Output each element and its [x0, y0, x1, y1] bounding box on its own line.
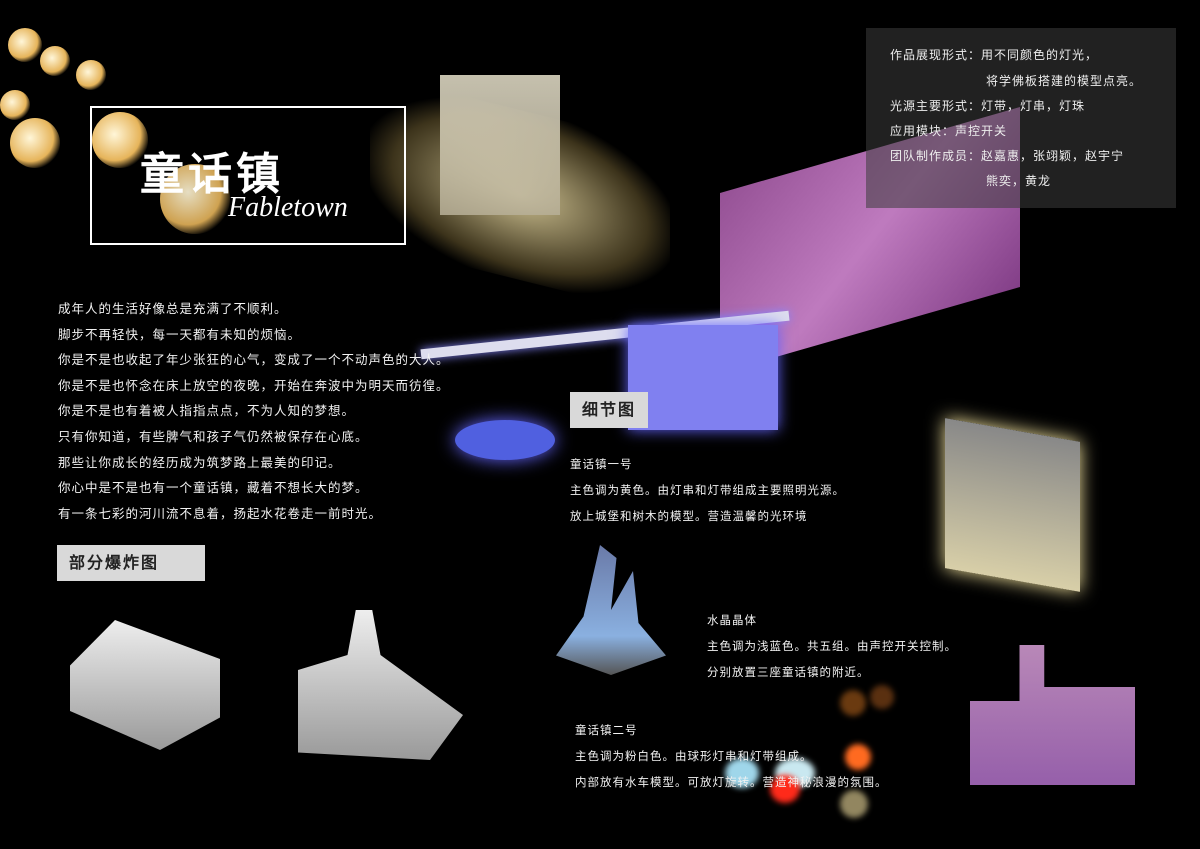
explode-model-1 [70, 620, 220, 750]
poem-line: 你是不是也怀念在床上放空的夜晚，开始在奔波中为明天而彷徨。 [58, 377, 450, 393]
info-line: 熊奕，黄龙 [986, 174, 1052, 188]
town1-description: 童话镇一号 主色调为黄色。由灯串和灯带组成主要照明光源。 放上城堡和树木的模型。… [570, 451, 845, 529]
info-panel: 作品展现形式：用不同颜色的灯光， 将学佛板搭建的模型点亮。 光源主要形式：灯带，… [866, 28, 1176, 208]
poem-line: 成年人的生活好像总是充满了不顺利。 [58, 301, 288, 316]
town2-title: 童话镇二号 [575, 723, 638, 737]
title-english: Fabletown [228, 192, 348, 223]
crystal-model [556, 545, 666, 675]
town2-line: 内部放有水车模型。可放灯旋转。营造神秘浪漫的氛围。 [575, 775, 888, 789]
title-chinese: 童话镇 [140, 149, 284, 200]
town2-detail [970, 645, 1135, 785]
info-line: 作品展现形式：用不同颜色的灯光， [890, 48, 1099, 62]
town1-line: 放上城堡和树木的模型。营造温馨的光环境 [570, 509, 808, 523]
town1-title: 童话镇一号 [570, 457, 633, 471]
info-line: 将学佛板搭建的模型点亮。 [986, 74, 1143, 88]
blue-base [455, 420, 555, 460]
town2-description: 童话镇二号 主色调为粉白色。由球形灯串和灯带组成。 内部放有水车模型。可放灯旋转… [575, 717, 888, 795]
poem-line: 你是不是也有着被人指指点点，不为人知的梦想。 [58, 403, 356, 419]
poem-line: 那些让你成长的经历成为筑梦路上最美的印记。 [58, 454, 342, 470]
town1-line: 主色调为黄色。由灯串和灯带组成主要照明光源。 [570, 483, 845, 497]
explode-label: 部分爆炸图 [57, 545, 205, 581]
poem-line: 脚步不再轻快，每一天都有未知的烦恼。 [58, 326, 302, 342]
poem-line: 你心中是不是也有一个童话镇，藏着不想长大的梦。 [58, 480, 369, 496]
crystal-line: 主色调为浅蓝色。共五组。由声控开关控制。 [707, 639, 957, 653]
town1-detail [945, 418, 1080, 592]
info-line: 应用模块：声控开关 [890, 124, 1008, 138]
poem-line: 你是不是也收起了年少张狂的心气，变成了一个不动声色的大人。 [58, 352, 450, 368]
crystal-description: 水晶晶体 主色调为浅蓝色。共五组。由声控开关控制。 分别放置三座童话镇的附近。 [707, 607, 957, 685]
explode-model-2 [298, 610, 463, 760]
blue-panel [628, 325, 778, 430]
info-line: 团队制作成员：赵嘉惠，张翊颖，赵宇宁 [890, 149, 1125, 163]
town1-castle [440, 75, 560, 215]
detail-label: 细节图 [570, 392, 649, 428]
poem-line: 只有你知道，有些脾气和孩子气仍然被保存在心底。 [58, 428, 369, 444]
crystal-line: 分别放置三座童话镇的附近。 [707, 665, 870, 679]
crystal-title: 水晶晶体 [707, 613, 757, 627]
poem-line: 有一条七彩的河川流不息着，扬起水花卷走一前时光。 [58, 505, 383, 521]
town2-line: 主色调为粉白色。由球形灯串和灯带组成。 [575, 749, 813, 763]
info-line: 光源主要形式：灯带，灯串，灯珠 [890, 99, 1086, 113]
title-frame [90, 106, 406, 245]
poem-text: 成年人的生活好像总是充满了不顺利。 脚步不再轻快，每一天都有未知的烦恼。 你是不… [58, 296, 450, 526]
